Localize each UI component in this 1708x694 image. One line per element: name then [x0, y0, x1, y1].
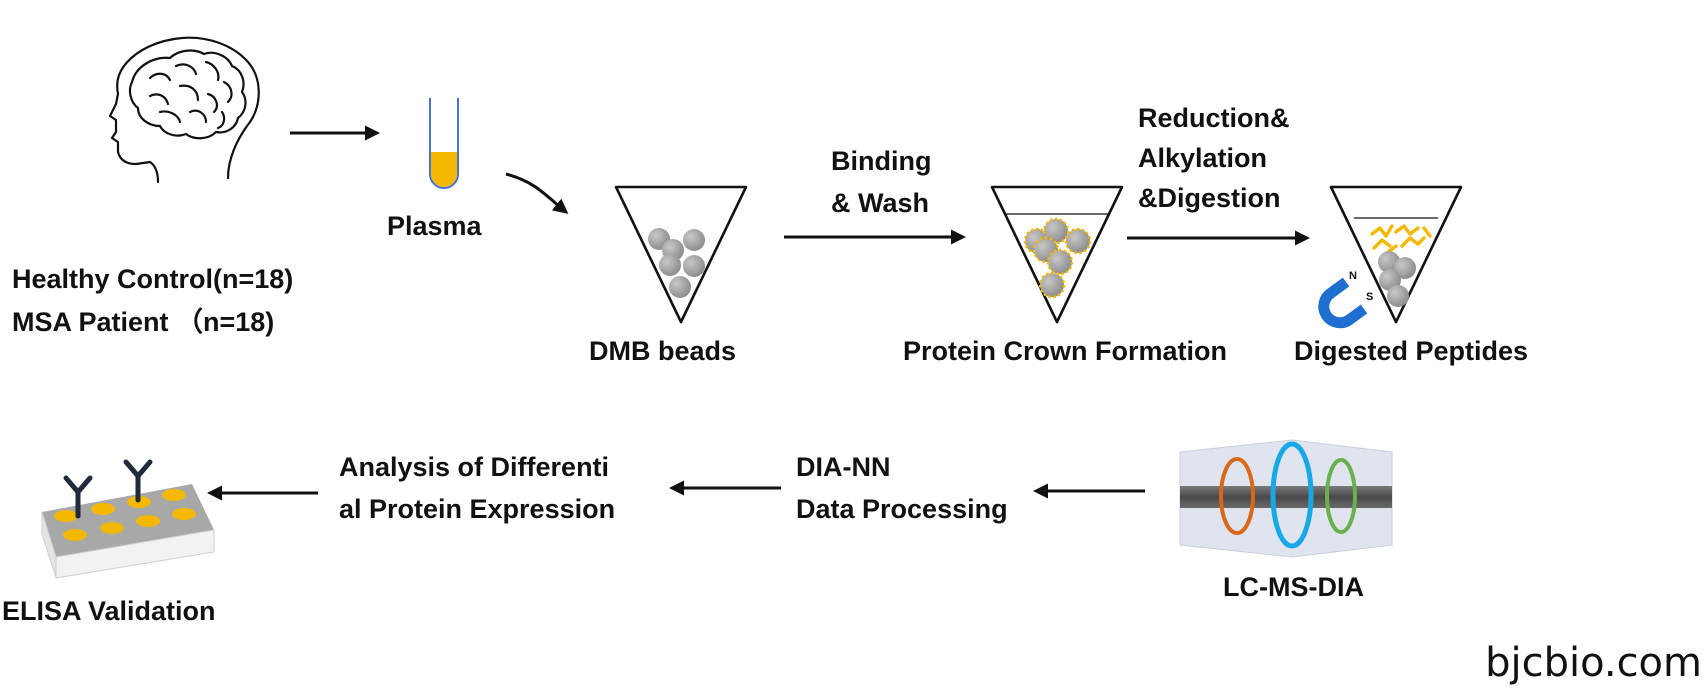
dmb-beads-label: DMB beads [589, 336, 737, 366]
magnet-icon: N S [1318, 270, 1373, 329]
bead [683, 229, 705, 251]
bead-crowned [1038, 271, 1066, 299]
lcms-instrument-icon [1179, 439, 1393, 558]
digested-peptides-label: Digested Peptides [1294, 336, 1529, 366]
dia-nn-label: DIA-NN Data Processing [796, 446, 1008, 530]
elisa-plate-icon [41, 459, 215, 579]
plasma-label: Plasma [387, 211, 482, 241]
reduction-line-2: Alkylation [1138, 143, 1268, 173]
group-label-healthy: Healthy Control(n=18) [12, 264, 294, 294]
arrow-curved-to-beads [505, 172, 569, 214]
bead [669, 276, 691, 298]
bead-crowned [1064, 227, 1092, 255]
lcms-label: LC-MS-DIA [1223, 572, 1364, 602]
test-tube-icon [429, 98, 459, 189]
plate-wells [54, 489, 196, 541]
ring-orange [1219, 457, 1255, 535]
bead [1387, 285, 1409, 307]
bead-crowned [1042, 217, 1070, 245]
reduction-line-1: Reduction& [1138, 103, 1290, 133]
analysis-label: Analysis of Differenti al Protein Expres… [339, 446, 615, 530]
cone-digested-peptides [1329, 185, 1463, 324]
bead [1394, 257, 1416, 279]
elisa-label: ELISA Validation [2, 596, 216, 626]
bead-crowned [1046, 248, 1074, 276]
bead [659, 254, 681, 276]
ring-blue [1270, 441, 1314, 549]
bead [683, 255, 705, 277]
group-label: Healthy Control(n=18) MSA Patient （n=18) [12, 258, 293, 344]
dia-nn-line-2: Data Processing [796, 494, 1008, 524]
binding-line-1: Binding [831, 146, 932, 176]
reduction-label: Reduction& Alkylation &Digestion [1138, 98, 1290, 218]
cone-protein-crown [990, 185, 1124, 324]
group-label-msa: MSA Patient （n=18) [12, 307, 275, 337]
antibody-icon [63, 459, 153, 519]
analysis-line-1: Analysis of Differenti [339, 452, 610, 482]
watermark: bjcbio.com [1485, 640, 1702, 686]
peptide-fragments [1370, 224, 1432, 254]
reduction-line-3: &Digestion [1138, 183, 1281, 213]
brain-head-icon [108, 36, 260, 184]
binding-line-2: & Wash [831, 188, 930, 218]
cone-dmb-beads [614, 185, 748, 324]
magnet-n-label: N [1349, 270, 1357, 282]
ring-green [1325, 458, 1357, 534]
dia-nn-line-1: DIA-NN [796, 452, 891, 482]
plasma-fluid [431, 152, 457, 187]
analysis-line-2: al Protein Expression [339, 494, 616, 524]
binding-wash-label: Binding & Wash [831, 140, 931, 224]
protein-crown-label: Protein Crown Formation [903, 336, 1227, 366]
magnet-s-label: S [1366, 291, 1373, 303]
